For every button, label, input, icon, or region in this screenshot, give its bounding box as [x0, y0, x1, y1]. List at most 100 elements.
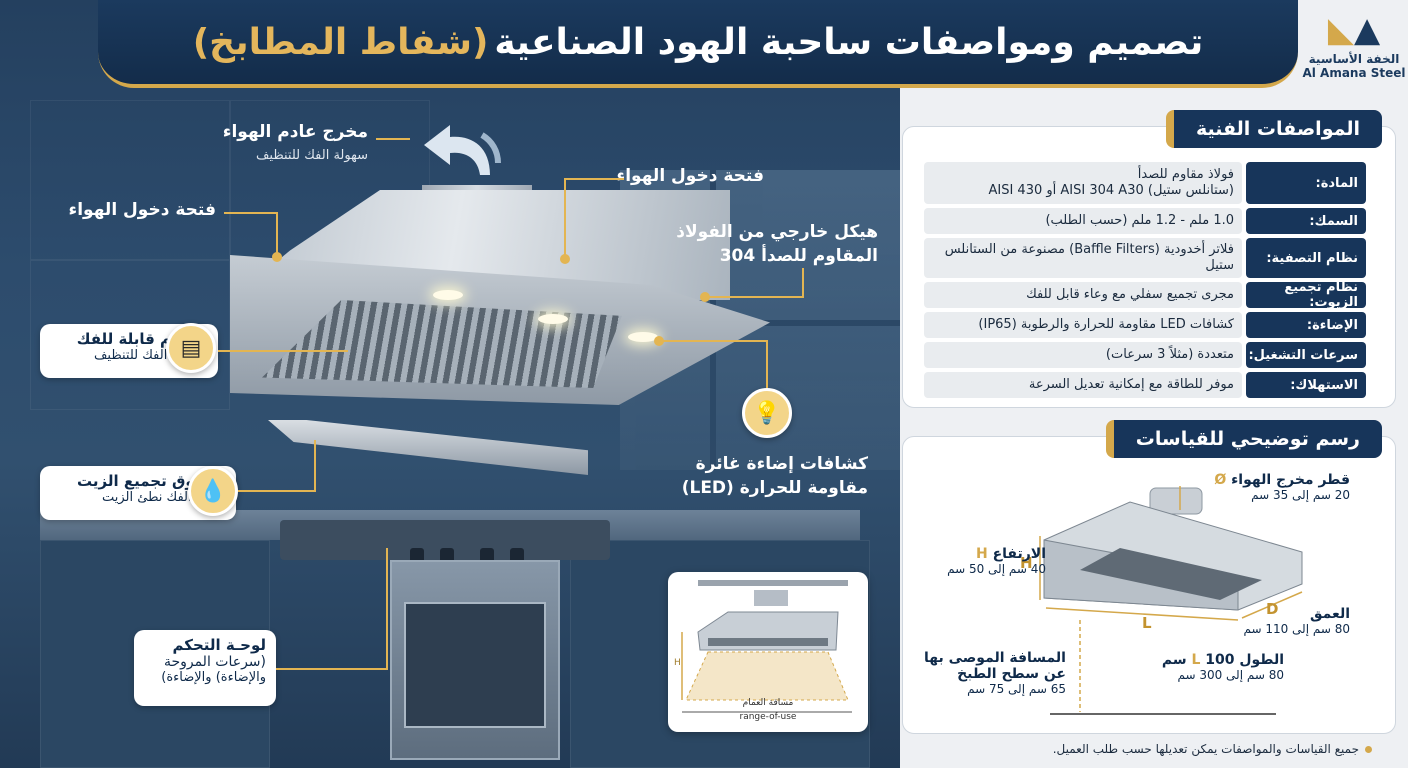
distance-range: 65 سم إلى 75 سم [967, 682, 1066, 696]
hood-dimension-drawing [1039, 486, 1303, 715]
spec-row-oil-collection: نظام تجميع الزيوت: مجرى تجميع سفلي مع وع… [918, 280, 1366, 310]
distance-title-1: المسافة الموصى بها [923, 650, 1066, 666]
led-lamp [538, 314, 568, 324]
wall-tile [30, 100, 230, 260]
logo-arabic-name: الخفة الأساسية [1308, 52, 1400, 66]
leader-line [218, 350, 348, 352]
height-key: H [975, 546, 988, 562]
leader-line [314, 440, 316, 492]
spec-value-line: (ستانلس ستيل) AISI 304 A30 أو AISI 430 [988, 183, 1234, 198]
range-of-use-inset: H مساقة العمام range-of-use [668, 572, 868, 732]
spec-value: فولاذ مقاوم للصدأ (ستانلس ستيل) AISI 304… [924, 162, 1242, 204]
leader-line [660, 340, 768, 342]
leader-dot [560, 254, 570, 264]
a-letter-logo-icon: ▲◣ [1327, 10, 1381, 50]
spec-label: المادة: [1246, 162, 1366, 204]
length-value: 100 سم [1161, 652, 1235, 668]
leader-line [276, 668, 388, 670]
body-title-1: هيكل خارجي من الفولاذ [676, 222, 878, 242]
led-lamp [433, 290, 463, 300]
control-line-3: والإضاءة) والإضاءة) [161, 670, 266, 685]
spec-row-thickness: السمك: 1.0 ملم - 1.2 ملم (حسب الطلب) [918, 208, 1366, 234]
wall-tile [30, 260, 230, 410]
leader-line [766, 340, 768, 388]
leader-dot [654, 336, 664, 346]
air-inlet-top-title: فتحة دخول الهواء [616, 166, 764, 186]
title-banner: تصميم ومواصفات ساحبة الهود الصناعية (شفا… [98, 0, 1298, 88]
spec-row-consumption: الاستهلاك: موفر للطاقة مع إمكانية تعديل … [918, 372, 1366, 398]
exhaust-outlet-sub: سهولة الفك للتنظيف [255, 148, 368, 163]
leader-line [376, 138, 410, 140]
leader-line [564, 178, 624, 180]
spec-label: سرعات التشغيل: [1246, 342, 1366, 368]
dimensions-section-title: رسم توضيحي للقياسات [1105, 420, 1382, 458]
air-inlet-left-title: فتحة دخول الهواء [68, 200, 216, 220]
outlet-key: Ø [1214, 472, 1227, 488]
oil-tray [268, 420, 588, 475]
depth-dimension: العمق 80 سم إلى 110 سم [1243, 606, 1350, 636]
depth-title: العمق [1310, 606, 1350, 622]
leader-dot [272, 252, 282, 262]
length-range: 80 سم إلى 300 سم [1177, 668, 1284, 682]
oil-drop-icon: 💧 [188, 466, 238, 516]
dim-h-marker: H [1020, 554, 1033, 572]
spec-row-filtration: نظام التصفية: فلاتر أخدودية (Baffle Filt… [918, 238, 1366, 278]
spec-value: متعددة (مثلاً 3 سرعات) [924, 342, 1242, 368]
height-title: الارتفاع [992, 546, 1046, 562]
kitchen-illustration: مخرج عادم الهواء سهولة الفك للتنظيف فتحة… [0, 0, 900, 768]
leader-line [224, 212, 278, 214]
spec-value-line: ستيل [1205, 258, 1234, 273]
height-dimension: الارتفاع H 40 سم إلى 50 سم [947, 546, 1046, 576]
spec-value: فلاتر أخدودية (Baffle Filters) مصنوعة من… [924, 238, 1242, 278]
spec-value-line: فولاذ مقاوم للصدأ [1137, 167, 1234, 182]
lights-title-2: مقاومة للحرارة (LED) [681, 478, 868, 498]
spec-value: مجرى تجميع سفلي مع وعاء قابل للفك [924, 282, 1242, 308]
led-lamp [628, 332, 658, 342]
spec-label: الاستهلاك: [1246, 372, 1366, 398]
outlet-range: 20 سم إلى 35 سم [1251, 488, 1350, 502]
spec-label: نظام تجميع الزيوت: [1246, 280, 1366, 310]
length-title: الطول [1239, 652, 1284, 668]
spec-row-material: المادة: فولاذ مقاوم للصدأ (ستانلس ستيل) … [918, 162, 1366, 204]
page-title-highlight: (شفاط المطابخ) [192, 21, 489, 63]
inset-caption-ar: مساقة العمام [742, 698, 794, 708]
body-title-2: المقاوم للصدأ 304 [719, 246, 878, 266]
leader-line [386, 548, 388, 670]
spec-row-lighting: الإضاءة: كشافات LED مقاومة للحرارة والرط… [918, 312, 1366, 338]
outlet-title: قطر مخرج الهواء [1231, 472, 1350, 488]
inset-caption-en: range-of-use [739, 712, 797, 722]
spec-value: كشافات LED مقاومة للحرارة والرطوبة (IP65… [924, 312, 1242, 338]
page-title: تصميم ومواصفات ساحبة الهود الصناعية [494, 21, 1204, 63]
lights-title-1: كشافات إضاءة غائرة [695, 454, 868, 474]
control-title: لوحـة التحكم [172, 636, 267, 654]
distance-title-2: عن سطح الطبخ [957, 666, 1066, 682]
spec-value: موفر للطاقة مع إمكانية تعديل السرعة [924, 372, 1242, 398]
spec-label: نظام التصفية: [1246, 238, 1366, 278]
leader-line [276, 212, 278, 256]
exhaust-arrow-icon [424, 125, 501, 175]
logo-english-name: Al Amana Steel [1302, 66, 1406, 80]
spec-row-speeds: سرعات التشغيل: متعددة (مثلاً 3 سرعات) [918, 342, 1366, 368]
spec-label: السمك: [1246, 208, 1366, 234]
length-key: L [1191, 652, 1201, 668]
dim-d-marker: D [1266, 600, 1279, 618]
control-callout: لوحـة التحكم (سرعات المروحة والإضاءة) وا… [134, 630, 276, 706]
filter-icon: ▤ [166, 323, 216, 373]
leader-line [564, 178, 566, 258]
leader-line [802, 268, 804, 296]
spec-value-line: فلاتر أخدودية (Baffle Filters) مصنوعة من… [944, 242, 1234, 257]
spec-value: 1.0 ملم - 1.2 ملم (حسب الطلب) [924, 208, 1242, 234]
dim-l-marker: L [1142, 614, 1152, 632]
oven [390, 560, 560, 760]
inset-h-label: H [674, 658, 681, 668]
outlet-dimension: قطر مخرج الهواء Ø 20 سم إلى 35 سم [1214, 472, 1350, 502]
leader-dot [700, 292, 710, 302]
leader-line [238, 490, 316, 492]
company-logo: ▲◣ الخفة الأساسية Al Amana Steel [1300, 8, 1408, 94]
spec-label: الإضاءة: [1246, 312, 1366, 338]
control-line-2: (سرعات المروحة [163, 654, 266, 670]
leader-line [706, 296, 804, 298]
range-of-use-diagram [681, 580, 852, 713]
specs-section-title: المواصفات الفنية [1165, 110, 1382, 148]
height-range: 40 سم إلى 50 سم [947, 562, 1046, 576]
